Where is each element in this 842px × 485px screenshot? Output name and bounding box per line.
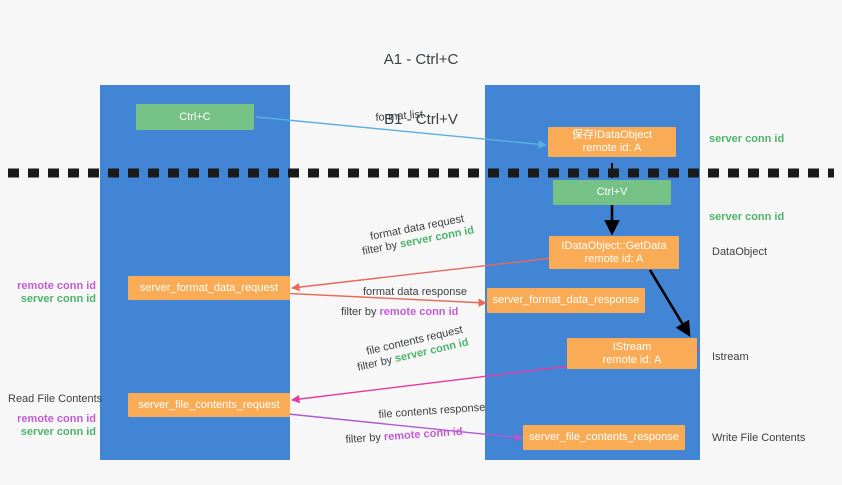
diagram-title: A1 - Ctrl+C B1 - Ctrl+V: [0, 10, 842, 170]
node-idataobject-getdata[interactable]: IDataObject::GetData remote id: A: [549, 236, 679, 269]
arrow-format-list: [255, 116, 547, 149]
title-line-1: A1 - Ctrl+C: [383, 51, 459, 68]
filter-prefix-fdresp: filter by: [341, 306, 380, 318]
annotation-server-conn-id-lower: server conn id: [20, 426, 96, 438]
annotation-istream: Istream: [712, 351, 749, 363]
node-istream-line1: IStream: [612, 340, 652, 353]
node-server-file-contents-request[interactable]: server_file_contents_request: [128, 393, 290, 417]
annotation-remote-conn-id-upper: remote conn id: [17, 280, 96, 292]
node-save-idataobject-line1: 保存IDataObject: [571, 129, 653, 141]
node-save-idataobject-line2: remote id: A: [582, 142, 642, 154]
node-server-file-contents-response[interactable]: server_file_contents_response: [523, 425, 685, 450]
annotation-write-file-contents: Write File Contents: [712, 432, 806, 444]
annotation-remote-conn-id-lower: remote conn id: [17, 413, 96, 425]
node-ctrl-v[interactable]: Ctrl+V: [553, 180, 671, 205]
phase-divider: [8, 168, 834, 178]
annotation-server-conn-id-second: server conn id: [709, 211, 785, 223]
edge-label-format-data-response: format data response: [363, 286, 467, 298]
arrow-getdata-to-istream: [648, 269, 691, 338]
node-save-idataobject[interactable]: 保存IDataObject remote id: A: [548, 127, 676, 157]
node-ctrl-c-label: Ctrl+C: [179, 110, 211, 123]
filter-value-fdresp: remote conn id: [379, 306, 459, 318]
title-line-2: B1 - Ctrl+V: [384, 111, 458, 128]
annotation-dataobject: DataObject: [712, 246, 768, 258]
node-ctrl-v-label: Ctrl+V: [596, 186, 628, 198]
annotation-read-file-contents: Read File Contents: [8, 393, 103, 405]
edge-label-format-data-response-filter: filter by remote conn id: [341, 305, 458, 319]
node-server-file-contents-response-label: server_file_contents_response: [529, 431, 679, 443]
annotation-server-conn-id-upper: server conn id: [20, 293, 96, 305]
node-server-file-contents-request-label: server_file_contents_request: [138, 398, 280, 411]
annotation-server-conn-id-top: server conn id: [709, 133, 785, 145]
node-istream-line2: remote id: A: [602, 353, 662, 366]
node-idataobject-getdata-line2: remote id: A: [584, 252, 644, 265]
node-server-format-data-request[interactable]: server_format_data_request: [128, 276, 290, 300]
node-istream[interactable]: IStream remote id: A: [567, 338, 697, 369]
node-server-format-data-response[interactable]: server_format_data_response: [487, 288, 645, 313]
arrow-format-data-request: [291, 257, 553, 292]
node-idataobject-getdata-line1: IDataObject::GetData: [561, 239, 667, 252]
filter-prefix-fcresp: filter by: [345, 431, 385, 446]
node-server-format-data-response-label: server_format_data_response: [492, 294, 640, 306]
node-ctrl-c[interactable]: Ctrl+C: [136, 104, 254, 130]
node-server-format-data-request-label: server_format_data_request: [139, 281, 279, 294]
